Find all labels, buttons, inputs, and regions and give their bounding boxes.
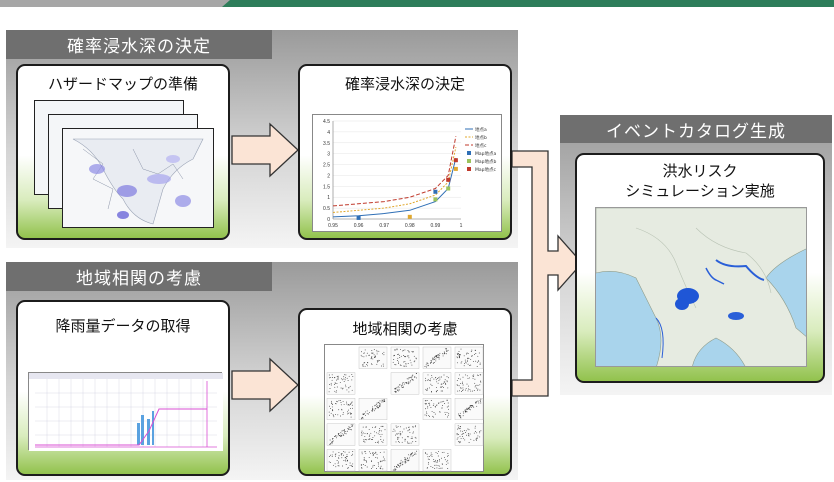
- arrow-rainfall-to-regional: [231, 357, 299, 413]
- chart-data-point: [356, 215, 361, 220]
- chart-legend-label: 地点c: [475, 142, 487, 149]
- chart-x-tick-label: 0.95: [328, 223, 338, 229]
- chart-y-tick-label: 1.5: [323, 184, 330, 190]
- card-flood-sim-title-line1: 洪水リスク: [662, 162, 738, 180]
- chart-y-tick-label: 4: [327, 130, 330, 136]
- chart-legend-label: 地点b: [475, 134, 487, 141]
- chart-legend-label: Map地点c: [475, 166, 496, 173]
- scatter-matrix-cell: [390, 346, 420, 369]
- scatter-matrix-cell: [422, 372, 452, 395]
- scatter-matrix-cell: [454, 346, 484, 369]
- chart-x-tick-label: 0.99: [431, 223, 441, 229]
- rainfall-chart: [28, 372, 223, 451]
- chart-x-tick-label: 0.96: [354, 223, 364, 229]
- scatter-matrix-cell: [454, 423, 484, 446]
- card-regional: 地域相関の考慮: [298, 308, 512, 476]
- scatter-matrix-cell: [358, 449, 388, 472]
- scatter-matrix-image: [326, 346, 484, 472]
- chart-legend-swatch: [467, 159, 471, 163]
- scatter-matrix-cell: [422, 449, 452, 472]
- card-hazard-map: ハザードマップの準備: [16, 64, 230, 240]
- arrow-merge-to-simulation: [511, 150, 583, 397]
- chart-y-tick-label: 0.5: [323, 206, 330, 212]
- scatter-matrix-cell: [358, 346, 388, 369]
- chart-series-line: [332, 136, 457, 207]
- card-prob-depth-title: 確率浸水深の決定: [344, 75, 465, 93]
- hazard-map-image: [63, 129, 213, 227]
- chart-y-tick-label: 4.5: [323, 119, 330, 125]
- card-rainfall-title: 降雨量データの取得: [55, 317, 191, 335]
- chart-x-tick-label: 0.98: [405, 223, 415, 229]
- chart-legend-label: Map地点b: [475, 158, 496, 165]
- scatter-matrix-cell: [454, 372, 484, 395]
- depth-chart: 0 0.5 1 1.5 2 2.5 3 3.5 4 4.5 0.95 0.96 0.97 0.98 0.99…: [323, 119, 496, 229]
- depth-chart-container: 0 0.5 1 1.5 2 2.5 3 3.5 4 4.5 0.95 0.96 0.97 0.98 0.99…: [312, 114, 502, 232]
- card-regional-title: 地域相関の考慮: [352, 320, 458, 338]
- scatter-matrix-cell: [326, 398, 356, 421]
- scatter-matrix-cell: [390, 372, 420, 395]
- chart-x-tick-label: 0.97: [379, 223, 389, 229]
- scatter-matrix: [324, 344, 484, 472]
- chart-data-point: [446, 177, 451, 182]
- chart-data-point: [446, 186, 451, 191]
- card-rainfall: 降雨量データの取得: [16, 300, 230, 476]
- chart-y-tick-label: 2.5: [323, 163, 330, 169]
- section-right-label: イベントカタログ生成: [560, 115, 832, 143]
- card-flood-sim-title-line2: シミュレーション実施: [625, 182, 775, 200]
- chart-series-line: [332, 147, 457, 213]
- arrow-hazard-to-prob: [231, 122, 299, 178]
- scatter-matrix-cell: [422, 398, 452, 421]
- chart-data-point: [453, 166, 458, 171]
- chart-x-tick-label: 1: [460, 223, 463, 229]
- hazard-map-sheet-3: [62, 128, 214, 228]
- chart-legend-swatch: [467, 167, 471, 171]
- scatter-matrix-cell: [358, 423, 388, 446]
- scatter-matrix-cell: [422, 346, 452, 369]
- chart-legend-label: 地点a: [475, 126, 487, 133]
- scatter-matrix-cell: [390, 449, 420, 472]
- top-accent-bar-green: [222, 0, 834, 7]
- section-top-label: 確率浸水深の決定: [6, 30, 272, 59]
- chart-y-tick-label: 2: [327, 173, 330, 179]
- flood-map-image: [596, 208, 806, 366]
- scatter-matrix-cell: [390, 423, 420, 446]
- top-accent-bar-gray: [0, 0, 230, 7]
- scatter-matrix-cell: [358, 398, 388, 421]
- scatter-matrix-cell: [326, 423, 356, 446]
- chart-y-tick-label: 1: [327, 195, 330, 201]
- chart-legend-label: Map地点a: [475, 150, 496, 157]
- chart-legend-swatch: [467, 151, 471, 155]
- chart-data-point: [407, 214, 412, 219]
- chart-data-point: [433, 189, 438, 194]
- chart-data-point: [433, 197, 438, 202]
- scatter-matrix-cell: [454, 398, 484, 421]
- chart-y-tick-label: 0: [327, 217, 330, 223]
- section-bottom-label: 地域相関の考慮: [6, 262, 272, 291]
- chart-y-tick-label: 3: [327, 152, 330, 158]
- card-hazard-map-title: ハザードマップの準備: [47, 75, 198, 93]
- rainfall-chart-image: [29, 373, 223, 451]
- flood-simulation-map: [595, 207, 807, 367]
- scatter-matrix-cell: [326, 449, 356, 472]
- chart-y-tick-label: 3.5: [323, 141, 330, 147]
- card-prob-depth: 確率浸水深の決定 0 0.5 1 1.5 2 2.5 3 3.5 4 4.5 0.95 0.96 0.9…: [298, 64, 512, 240]
- card-flood-simulation: 洪水リスク シミュレーション実施: [575, 153, 825, 383]
- scatter-matrix-cell: [326, 372, 356, 395]
- chart-data-point: [453, 158, 458, 163]
